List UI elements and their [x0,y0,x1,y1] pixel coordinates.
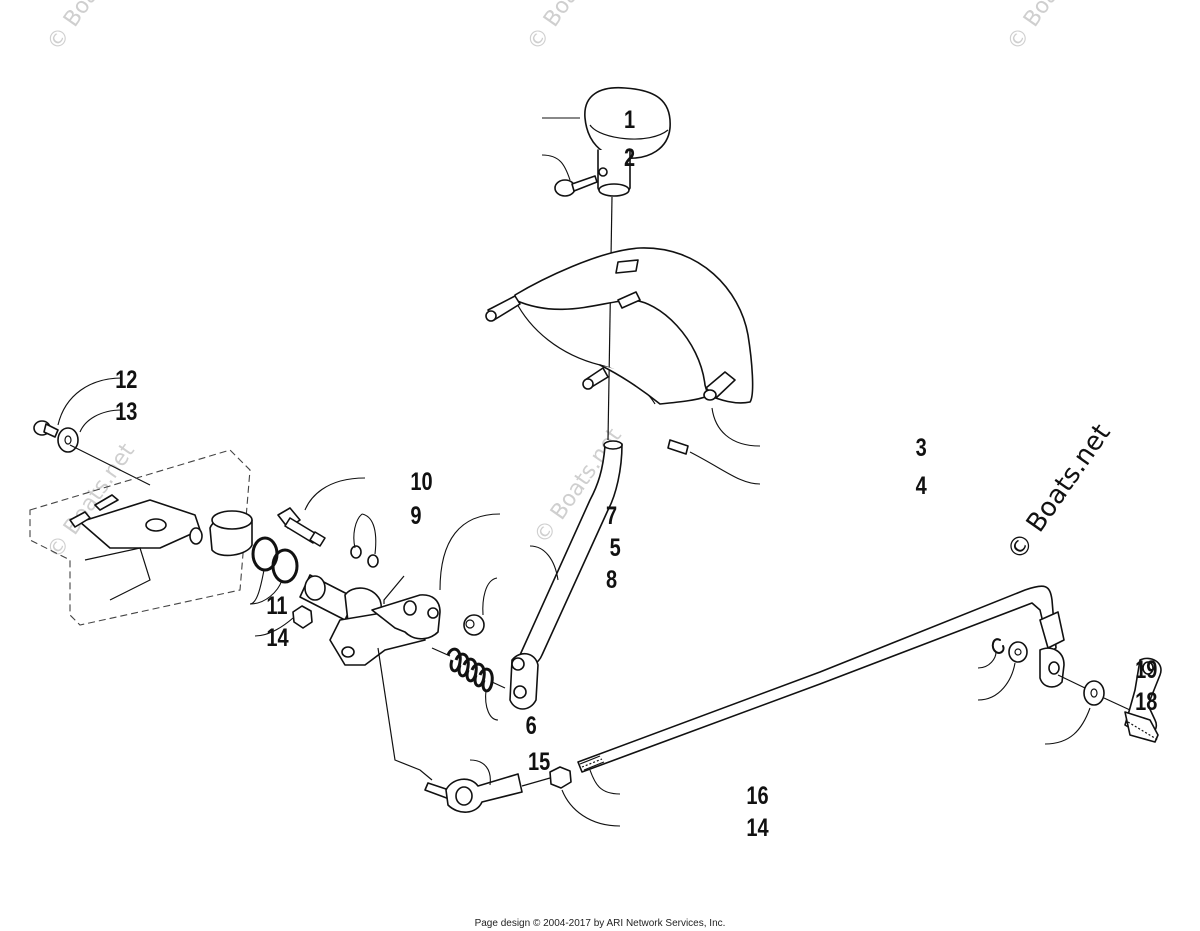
shift-cover [485,247,754,405]
guide-line-knob [607,196,613,441]
mount-bolt [33,420,59,438]
guide-line-rod-end [521,777,551,787]
callout-4: 4 [916,472,927,500]
callout-10: 10 [410,468,432,496]
callout-1: 1 [624,106,635,134]
watermark-top-center: © Boats.net [522,0,620,55]
callout-12: 12 [115,366,137,394]
cover-clip [667,439,689,455]
knob-screw [554,175,598,197]
shift-lever [509,440,623,710]
return-spring [431,647,506,693]
callout-11: 11 [266,592,287,620]
callout-18: 18 [1135,688,1157,716]
callout-16: 16 [746,782,768,810]
callout-7: 7 [606,502,617,530]
frame-bracket [29,449,253,626]
shift-rod [577,585,1065,773]
mount-washer [57,427,79,453]
nut-upper [292,605,313,629]
callout-19: 19 [1135,656,1157,684]
shift-shaft [299,574,441,666]
callout-14-lower: 14 [746,814,769,842]
rod-washer [1008,641,1028,663]
watermark-top-left: © Boats.net [42,0,140,55]
pivot-washers [350,545,379,568]
callout-2: 2 [624,144,635,172]
callout-9: 9 [410,502,421,530]
callout-5: 5 [610,534,621,562]
callout-leaders [57,117,1091,827]
callout-3: 3 [916,434,927,462]
watermark-top-right: © Boats.net [1002,0,1100,55]
shift-knob [584,86,671,197]
o-rings [251,536,299,584]
pivot-bolt [277,507,326,547]
end-washer [1083,680,1105,706]
callout-14-upper: 14 [266,624,289,652]
page-footer: Page design © 2004-2017 by ARI Network S… [474,918,726,929]
transmission-shift-arm [1124,657,1162,743]
callout-8: 8 [606,566,617,594]
retaining-clip [991,638,1005,654]
callout-15: 15 [528,748,550,776]
guide-line-shaft [383,575,405,604]
nut-lower [549,766,572,789]
callout-6: 6 [526,712,537,740]
lever-nut [463,614,485,636]
guide-line-end [1103,697,1131,711]
watermark-prominent: © Boats.net [1001,419,1117,566]
ball-joint [424,773,523,813]
callout-13: 13 [115,398,137,426]
guide-line-washer [1057,674,1086,689]
callout-labels: 1 2 3 4 5 6 7 8 9 10 11 12 13 14 14 15 1… [115,106,1157,842]
guide-line-linkage [377,647,433,781]
